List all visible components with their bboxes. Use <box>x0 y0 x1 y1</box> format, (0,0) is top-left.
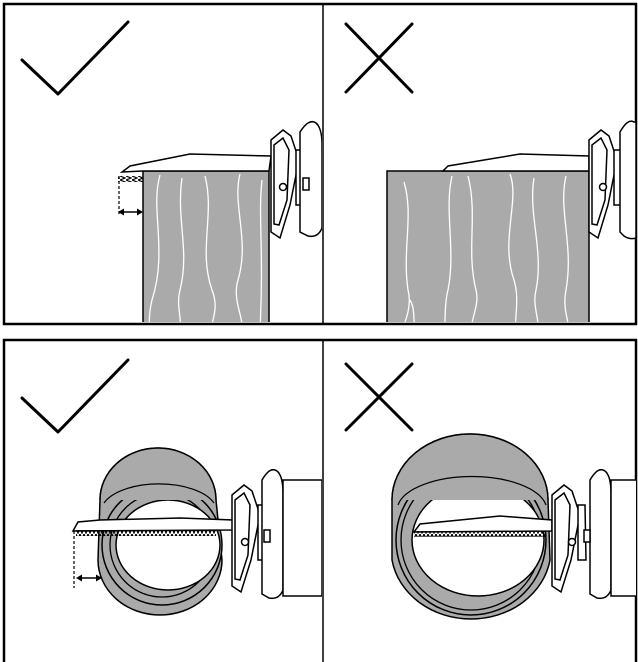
panel-top-right <box>344 22 636 322</box>
cross-icon <box>344 362 414 432</box>
saw-blade <box>119 153 272 173</box>
blade-teeth <box>414 531 546 537</box>
saw-shoe-icon <box>588 120 636 240</box>
saw-blade <box>71 517 234 532</box>
cross-icon <box>344 22 414 94</box>
saw-shoe-icon <box>551 468 636 600</box>
panel-top-left <box>2 2 638 326</box>
double-arrow-icon <box>76 574 102 582</box>
wood-grain <box>148 173 263 322</box>
blade-teeth <box>118 176 143 182</box>
blade-teeth <box>76 530 216 536</box>
panel-bottom-left <box>2 338 638 662</box>
panel-bottom-right <box>344 362 636 620</box>
saw-blade <box>441 153 590 172</box>
wood-block <box>386 170 590 322</box>
double-arrow-icon <box>118 208 143 216</box>
saw-shoe-icon <box>231 468 322 600</box>
saw-shoe-icon <box>270 120 322 240</box>
checkmark-icon <box>20 358 130 434</box>
checkmark-icon <box>20 20 130 96</box>
wood-grain <box>403 173 569 322</box>
